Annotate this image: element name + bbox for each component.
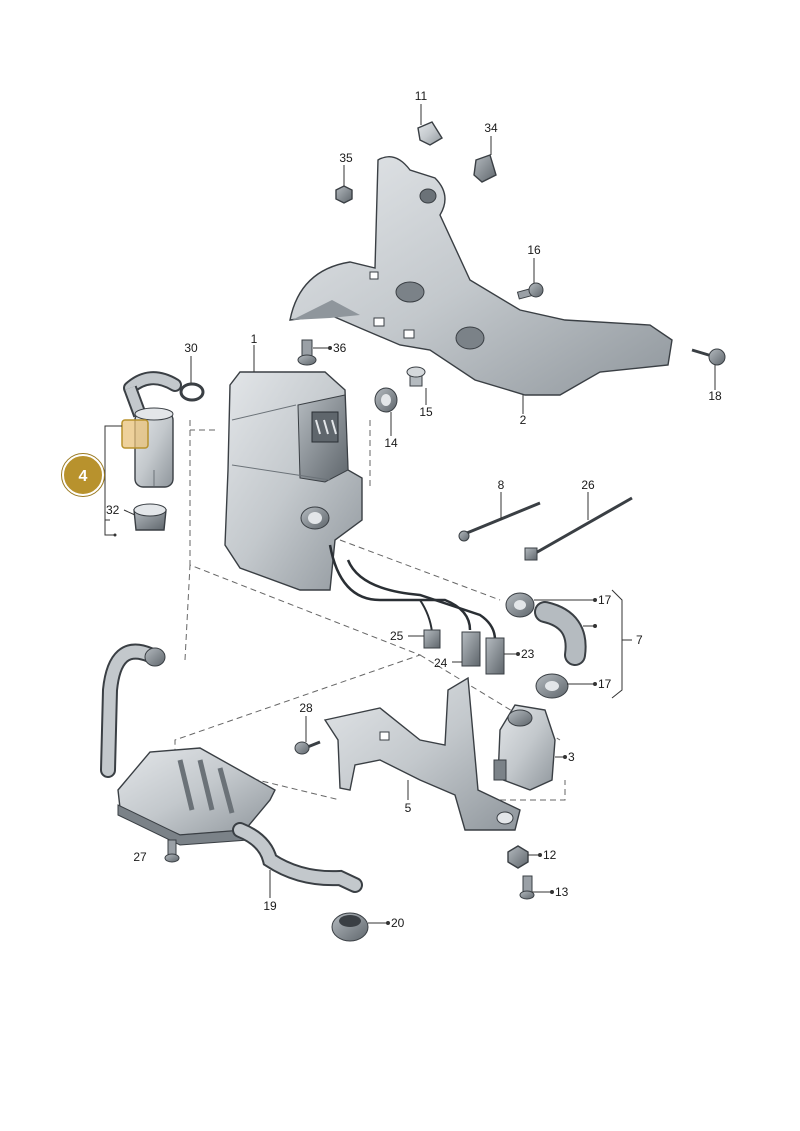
callout-19: 19 (263, 899, 277, 913)
connector-part-23 (485, 637, 505, 675)
callout-24: 24 (434, 656, 448, 670)
callout-12: 12 (543, 848, 557, 862)
bracket-part-4-leader (104, 425, 122, 536)
nut-part-12 (507, 845, 529, 869)
bolt-part-27 (164, 839, 180, 863)
muffler (117, 747, 276, 846)
bolt-part-16 (516, 282, 544, 300)
water-pump-part-3 (493, 704, 556, 791)
callout-28: 28 (299, 701, 313, 715)
callout-34: 34 (484, 121, 498, 135)
callout-2: 2 (520, 413, 527, 427)
bolt-part-15 (406, 366, 426, 387)
clip-part-11 (417, 121, 443, 146)
callout-23: 23 (521, 647, 535, 661)
hose-part-7 (534, 601, 587, 666)
exhaust-pipe-part-19 (232, 822, 363, 893)
bolt-part-13 (519, 875, 535, 900)
callout-20: 20 (391, 916, 405, 930)
callout-30: 30 (184, 341, 198, 355)
clamp-part-17-upper (505, 592, 535, 618)
callout-18: 18 (708, 389, 722, 403)
callout-17-upper: 17 (598, 593, 612, 607)
nut-part-35 (335, 185, 353, 204)
bolt-part-36 (297, 339, 317, 366)
callout-35: 35 (339, 151, 353, 165)
leader-lines (113, 104, 716, 925)
clamp-part-30 (179, 382, 205, 402)
cable-tie-part-26 (524, 496, 633, 561)
callout-14: 14 (384, 436, 398, 450)
bolt-part-18 (691, 348, 726, 366)
grommet-part-14 (374, 387, 398, 413)
callout-26: 26 (581, 478, 595, 492)
heater-unit-part-1 (224, 371, 363, 591)
callout-16: 16 (527, 243, 541, 257)
highlight-badge-part-4[interactable]: 4 (61, 453, 105, 497)
callout-8: 8 (498, 478, 505, 492)
bolt-part-28 (294, 740, 321, 755)
wiring-harness (328, 544, 497, 641)
bushing-part-32 (133, 503, 167, 531)
grommet-part-20 (331, 912, 369, 942)
callout-15: 15 (419, 405, 433, 419)
group-bracket-part-7 (611, 589, 632, 699)
clip-part-34 (473, 154, 497, 183)
cable-tie-part-8 (458, 501, 541, 542)
callout-32: 32 (106, 503, 120, 517)
callout-11: 11 (415, 89, 428, 103)
callout-5: 5 (405, 801, 412, 815)
bracket-part-5 (323, 676, 521, 831)
callout-25: 25 (390, 629, 404, 643)
callout-17-lower: 17 (598, 677, 612, 691)
callout-36: 36 (333, 341, 347, 355)
callout-3: 3 (568, 750, 575, 764)
exhaust-pipe-upper (100, 643, 166, 778)
callout-7: 7 (636, 633, 643, 647)
highlight-badge-label: 4 (79, 468, 88, 485)
callout-27: 27 (133, 850, 147, 864)
callout-labels: 11 34 35 16 1 30 36 15 14 2 18 32 8 26 1… (106, 89, 722, 930)
bracket-part-2 (289, 156, 673, 396)
callout-1: 1 (251, 332, 258, 346)
clamp-part-17-lower (535, 673, 569, 699)
callout-13: 13 (555, 885, 569, 899)
connector-part-25 (423, 629, 441, 649)
connector-part-24 (461, 631, 481, 667)
fuel-pump-part-4 (121, 407, 174, 488)
